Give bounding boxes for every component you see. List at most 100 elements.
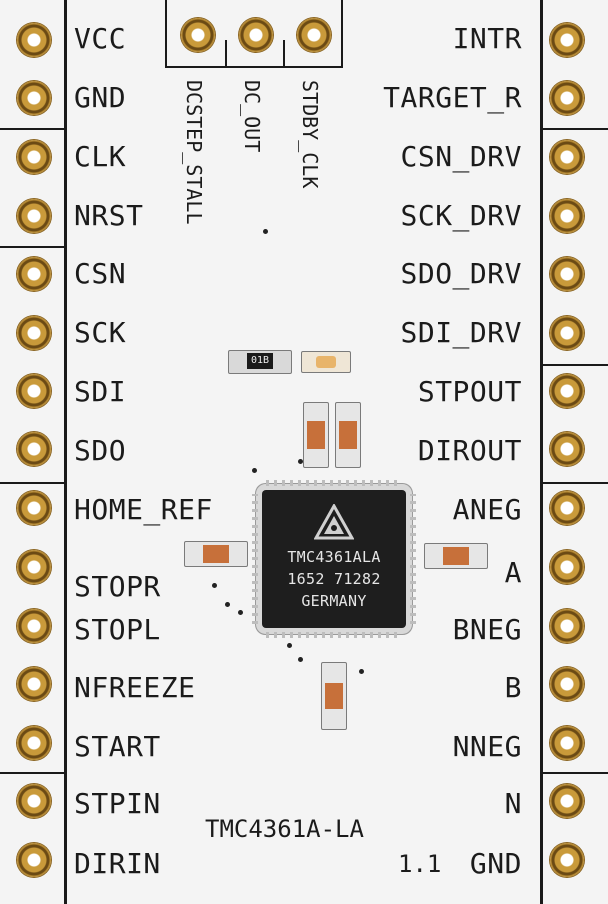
left-pin-12: [17, 667, 51, 701]
via: [359, 669, 364, 674]
top-pin-3: [297, 18, 331, 52]
top-pin-label: DC_OUT: [240, 80, 264, 153]
left-pin-label: SCK: [74, 316, 127, 349]
left-pin-label: STPIN: [74, 787, 161, 820]
via: [238, 610, 243, 615]
ic-pins-top: [266, 480, 402, 486]
left-pin-10: [17, 550, 51, 584]
left-group-mark: [0, 772, 64, 774]
capacitor: [335, 402, 361, 468]
capacitor-body: [325, 683, 343, 709]
right-pin-label: N: [504, 787, 522, 820]
capacitor-body: [307, 421, 325, 449]
right-pin-label: SCK_DRV: [400, 199, 522, 232]
main-ic: TMC4361ALA 1652 71282 GERMANY: [252, 480, 416, 638]
right-pin-label: ANEG: [452, 493, 522, 526]
right-pin-label: INTR: [452, 22, 522, 55]
ic-date-code: 1652 71282: [287, 570, 381, 588]
left-pin-8: [17, 432, 51, 466]
trinamic-logo-icon: [314, 504, 354, 540]
left-pin-2: [17, 81, 51, 115]
right-pin-7: [550, 374, 584, 408]
right-header-line: [540, 0, 543, 904]
capacitor-body: [203, 545, 229, 563]
right-pin-13: [550, 726, 584, 760]
capacitor: [321, 662, 347, 730]
via: [225, 602, 230, 607]
top-pin-1: [181, 18, 215, 52]
top-header-bracket: [283, 40, 285, 68]
left-pin-label: CLK: [74, 140, 127, 173]
right-pin-6: [550, 316, 584, 350]
right-pin-14: [550, 784, 584, 818]
left-pin-label: HOME_REF: [74, 493, 213, 526]
ic-pins-bottom: [266, 632, 402, 638]
led-lens: [316, 356, 336, 368]
top-header-bracket: [165, 66, 343, 68]
left-pin-label: DIRIN: [74, 847, 161, 880]
left-pin-label: CSN: [74, 257, 127, 290]
left-pin-4: [17, 199, 51, 233]
left-pin-1: [17, 23, 51, 57]
left-pin-7: [17, 374, 51, 408]
top-pin-2: [239, 18, 273, 52]
right-pin-9: [550, 491, 584, 525]
led: [301, 351, 351, 373]
capacitor: [424, 543, 488, 569]
left-pin-label: GND: [74, 81, 127, 114]
left-pin-label: VCC: [74, 22, 127, 55]
left-pin-13: [17, 726, 51, 760]
ic-part-number: TMC4361ALA: [287, 548, 381, 566]
left-header-line: [64, 0, 67, 904]
right-group-mark: [540, 364, 608, 366]
left-pin-label: SDO: [74, 434, 127, 467]
via: [298, 657, 303, 662]
via: [263, 229, 268, 234]
left-pin-6: [17, 316, 51, 350]
left-pin-14: [17, 784, 51, 818]
capacitor: [184, 541, 248, 567]
top-pin-label: STDBY_CLK: [298, 80, 322, 189]
left-pin-9: [17, 491, 51, 525]
right-pin-label: CSN_DRV: [400, 140, 522, 173]
left-pin-label: STOPL: [74, 613, 161, 646]
right-pin-label: NNEG: [452, 730, 522, 763]
right-pin-label: GND: [469, 847, 522, 880]
right-pin-1: [550, 23, 584, 57]
right-pin-label: SDO_DRV: [400, 257, 522, 290]
via: [298, 459, 303, 464]
top-pin-label: DCSTEP_STALL: [182, 80, 206, 225]
top-header-bracket: [225, 40, 227, 68]
via: [212, 583, 217, 588]
right-pin-label: DIROUT: [417, 434, 522, 467]
left-group-mark: [0, 482, 64, 484]
right-pin-5: [550, 257, 584, 291]
right-pin-8: [550, 432, 584, 466]
left-pin-11: [17, 609, 51, 643]
right-pin-label: BNEG: [452, 613, 522, 646]
capacitor: [303, 402, 329, 468]
right-pin-label: SDI_DRV: [400, 316, 522, 349]
board-name: TMC4361A-LA: [205, 815, 364, 843]
right-pin-label: A: [504, 556, 522, 589]
left-group-mark: [0, 246, 64, 248]
right-pin-label: STPOUT: [417, 375, 522, 408]
right-group-mark: [540, 128, 608, 130]
right-pin-10: [550, 550, 584, 584]
ic-pins-right: [410, 494, 416, 624]
left-pin-label: START: [74, 730, 161, 763]
left-pin-label: NFREEZE: [74, 671, 196, 704]
right-pin-2: [550, 81, 584, 115]
left-pin-15: [17, 843, 51, 877]
right-group-mark: [540, 772, 608, 774]
right-pin-15: [550, 843, 584, 877]
left-pin-label: NRST: [74, 199, 144, 232]
left-pin-label: SDI: [74, 375, 127, 408]
left-pin-label: STOPR: [74, 570, 161, 603]
top-header-bracket: [341, 0, 343, 68]
capacitor-body: [443, 547, 469, 565]
left-pin-5: [17, 257, 51, 291]
via: [252, 468, 257, 473]
resistor: 01B: [228, 350, 292, 374]
